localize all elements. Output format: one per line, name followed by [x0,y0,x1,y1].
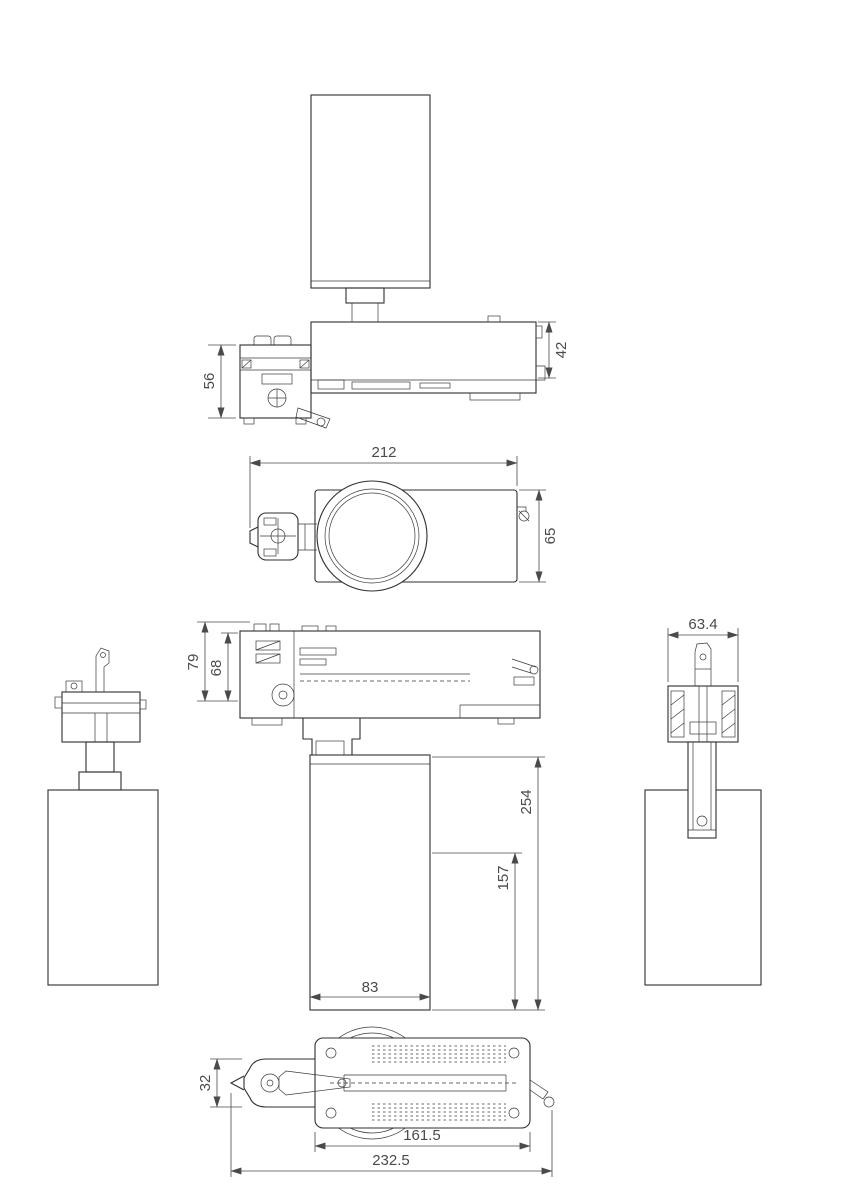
dim-label-79: 79 [185,654,202,671]
dim-label-32: 32 [197,1075,214,1092]
front-clip [65,647,110,693]
dim-label-83: 83 [362,979,379,996]
dim-157-group: 157 [432,852,522,1011]
dim-label-161-5: 161.5 [403,1127,441,1144]
end-clip [694,642,712,686]
dim-label-65: 65 [542,528,559,545]
head-plan-outline [249,480,530,592]
latch-lever [529,1079,555,1108]
plate-screws [325,1047,520,1119]
gear-housing [310,315,546,401]
lens-circle [316,480,428,592]
lamp-body-outline [310,94,431,323]
view-side-main: 79 68 254 157 83 [185,621,545,1011]
center-slot [330,1074,516,1092]
end-adapter [667,685,739,743]
dim-42-group: 42 [538,321,570,379]
view-plan-bottom: 32 161.5 232.5 [197,1026,555,1177]
dim-56-group: 56 [201,344,236,419]
dim-83-group: 83 [309,979,431,1001]
dim-label-56: 56 [201,373,218,390]
dim-label-42: 42 [553,342,570,359]
dim-63-4-group: 63.4 [667,616,739,682]
view-side-top: 56 42 [201,94,570,429]
vent-pattern [372,1045,506,1121]
dim-212-group: 212 [249,444,518,528]
dim-68-group: 68 [208,632,238,702]
track-adapter [239,335,331,429]
lamp-body-side [309,754,431,1011]
dim-65-group: 65 [519,489,559,583]
view-end-right: 63.4 [644,616,762,986]
dim-label-232-5: 232.5 [372,1152,410,1169]
dim-label-63-4: 63.4 [688,616,717,633]
front-body [47,741,159,986]
yoke-arm-side [302,718,361,756]
dim-79-group: 79 [185,621,250,702]
view-front-left [47,647,159,986]
dim-232-5-group: 232.5 [230,1093,553,1177]
dim-161-5-group: 161.5 [314,1127,531,1152]
dim-label-254: 254 [518,789,535,814]
front-adapter [54,691,147,743]
dim-32-group: 32 [197,1058,242,1108]
dim-label-68: 68 [208,660,225,677]
dim-254-group: 254 [432,756,545,1011]
dim-label-157: 157 [495,865,512,890]
track-adapter-side [239,623,541,726]
dim-label-212: 212 [371,444,396,461]
end-body [644,741,762,986]
stem-arm [229,1058,351,1108]
view-plan-top: 212 65 [249,444,559,592]
